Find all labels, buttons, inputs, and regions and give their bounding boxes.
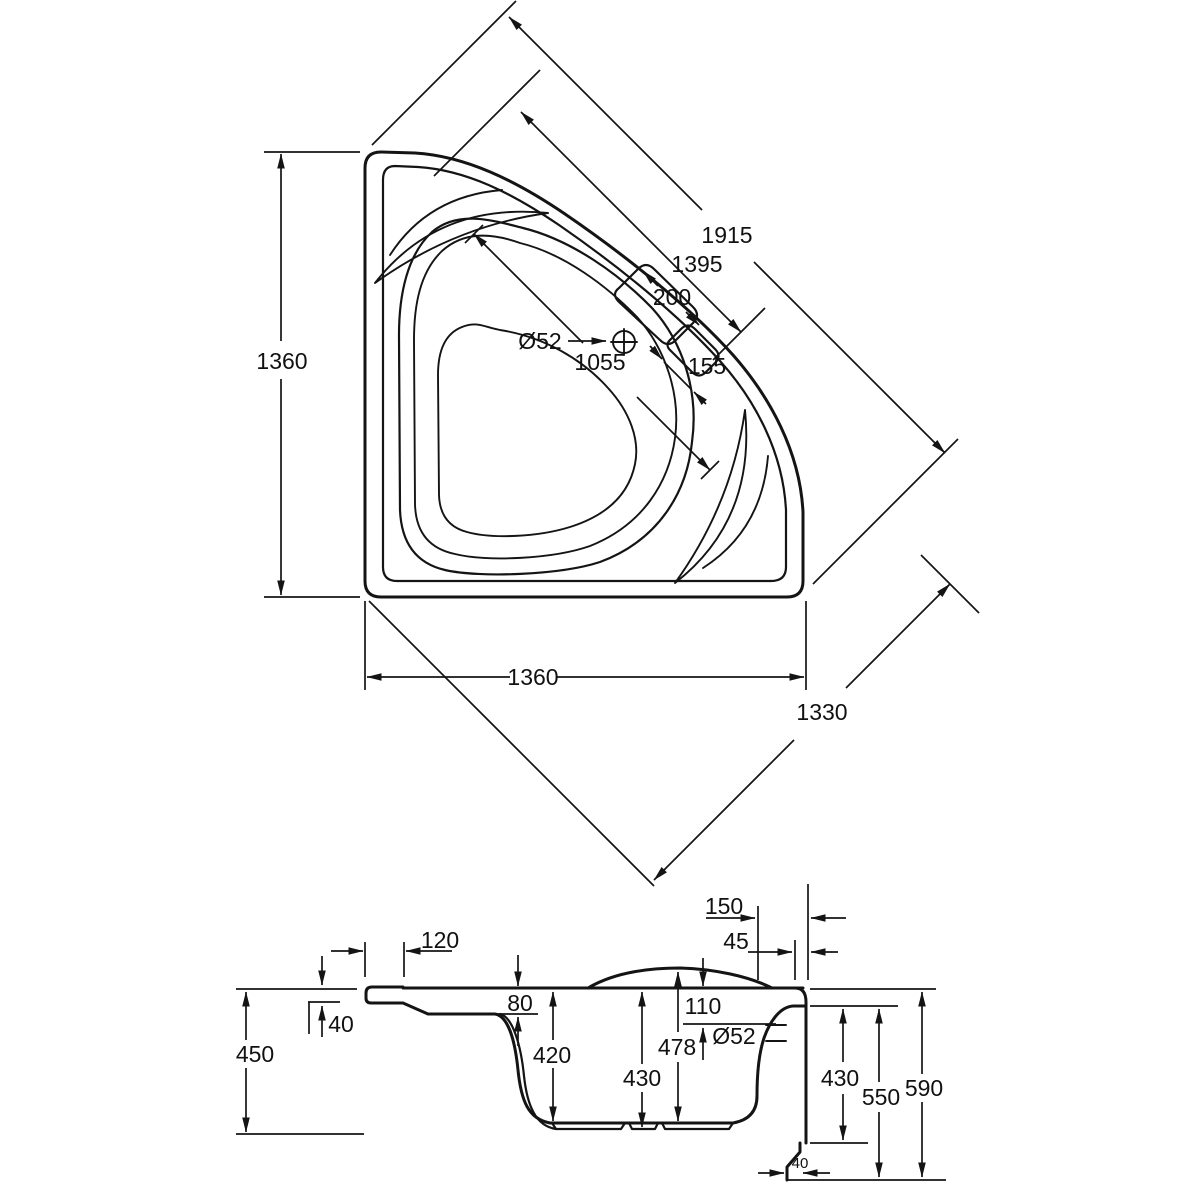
plan-dimensions: 1360 1360 1330 1915 1395 [256,0,980,887]
dim-section-panel-height-label: 450 [236,1041,274,1067]
bottom-pads [550,1121,735,1131]
shell-outer-line [498,1012,558,1131]
dim-arrow-double [520,111,742,333]
basin-rim-outer [397,217,695,576]
dim-plan-basin-diagonal-label: 1055 [574,349,625,375]
dim-plan-drain-diameter-label: Ø52 [518,328,561,354]
dim-arrow [845,583,951,689]
dim-arrow [473,233,584,344]
dim-arrow [642,270,659,287]
dim-section-inner-depth-label: 420 [533,1042,571,1068]
corner-shelf-top-left [374,210,549,284]
dim-section-foot-inset-label: 40 [792,1155,809,1172]
ext-line-diagonal [433,69,541,177]
dim-plan-headrest-depth-label: 200 [653,284,691,310]
dim-section-back-wall-height-label: 478 [658,1034,696,1060]
dim-section-deck-width-label: 150 [705,893,743,919]
section-view: 120 40 450 80 420 430 [236,884,946,1182]
ext-line-diagonal [712,307,766,361]
dim-arrow [753,261,946,454]
ext-line-diagonal [368,600,655,887]
dim-plan-diagonal-overall-label: 1915 [701,222,752,248]
dim-section-rim-lip-label: 40 [328,1011,354,1037]
back-apron [793,986,808,1145]
dim-arrow [508,16,703,211]
basin-floor-edge [437,323,638,538]
dim-section-overflow-diameter-label: Ø52 [712,1023,755,1049]
dim-arrow [685,311,700,326]
dim-arrow [649,345,663,360]
corner-shelf-bottom-right [674,409,748,584]
corner-contour-bottom-right [702,455,769,569]
dim-section-ledge-drop-label: 80 [507,990,533,1016]
dim-section-overflow-drop-label: 110 [685,993,722,1019]
ext-line-diagonal [812,438,959,585]
ext-line-diagonal [371,0,517,146]
dim-plan-diagonal-inner-label: 1395 [671,251,722,277]
dim-line [663,361,692,390]
dim-section-height-under-rim-label: 550 [862,1084,900,1110]
tub-section-profile [364,985,808,1125]
dim-plan-step-depth-label: 155 [688,353,726,379]
dim-plan-side-height-label: 1360 [256,348,307,374]
dim-section-rim-overhang-label: 120 [421,927,459,953]
dim-plan-width-bottom-label: 1360 [507,664,558,690]
plan-view: 1360 1360 1330 1915 1395 [256,0,980,887]
corner-deck-hump [586,966,774,990]
dim-plan-corner-diagonal-label: 1330 [796,699,847,725]
corner-contour-top-left [389,189,503,256]
section-dimensions: 120 40 450 80 420 430 [236,884,946,1181]
dim-section-shell-height-label: 430 [623,1065,661,1091]
dim-arrow [693,391,707,405]
dim-section-apron-height-label: 430 [821,1065,859,1091]
dim-arrow [636,396,711,471]
dim-end-tick [700,460,720,480]
dim-section-deck-edge-label: 45 [723,928,749,954]
dim-arrow [653,739,795,881]
apron-foot [785,1141,802,1182]
dim-section-overall-height-label: 590 [905,1075,943,1101]
dim-end-tick [464,224,484,244]
